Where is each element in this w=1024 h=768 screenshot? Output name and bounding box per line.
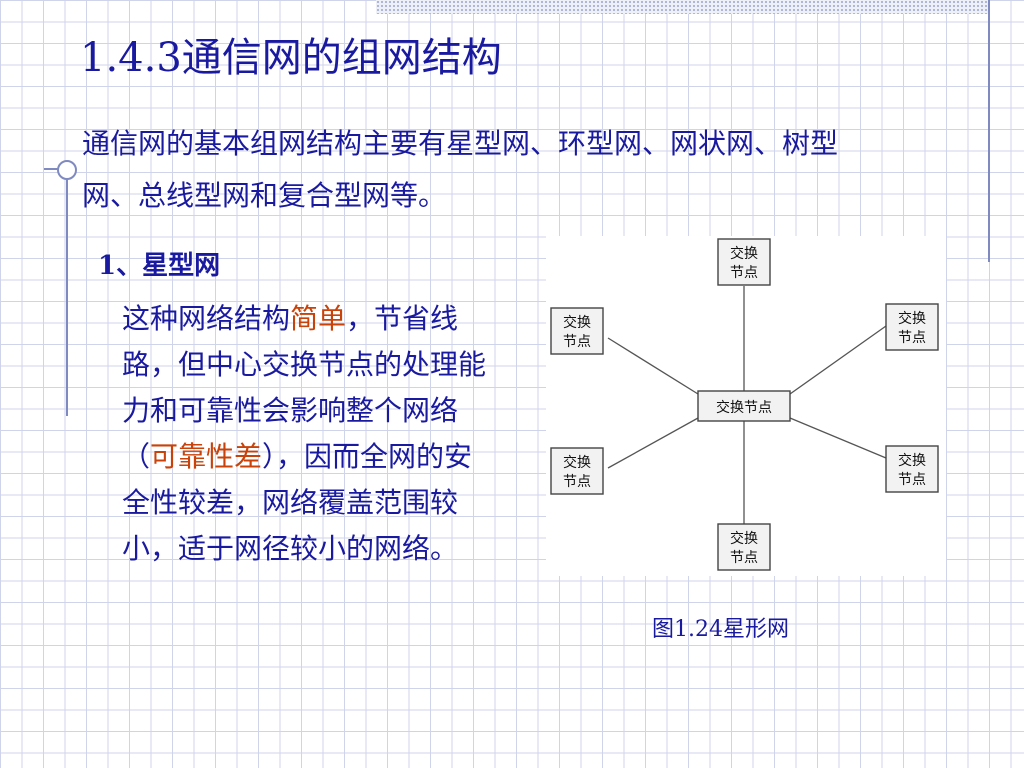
body-text-part: 这种网络结构 [122, 302, 291, 335]
node-lower-left: 交换 节点 [550, 447, 604, 495]
center-node-label: 交换节点 [716, 399, 772, 416]
node-label-line1: 交换 [730, 530, 758, 547]
section-heading: 1、星型网 [98, 251, 221, 281]
node-label-line1: 交换 [730, 245, 758, 262]
node-label-line1: 交换 [898, 452, 926, 469]
node-label-line1: 交换 [563, 454, 591, 471]
node-bottom: 交换 节点 [717, 523, 771, 571]
node-upper-right: 交换 节点 [885, 303, 939, 351]
page-title: 1.4.3通信网的组网结构 [80, 35, 502, 81]
node-label-line2: 节点 [563, 334, 591, 350]
left-decorative-rule [66, 172, 68, 416]
link-lower-left [607, 417, 699, 469]
node-top: 交换 节点 [717, 238, 771, 286]
highlight-low-reliability: 可靠性差 [150, 440, 263, 473]
intro-paragraph: 通信网的基本组网结构主要有星型网、环型网、网状网、树型网、总线型网和复合型网等。 [82, 127, 839, 212]
node-label-line1: 交换 [898, 310, 926, 327]
node-lower-right: 交换 节点 [885, 445, 939, 493]
bullet-ring-icon [57, 160, 77, 180]
center-node: 交换节点 [697, 390, 791, 422]
highlight-simple: 简单 [290, 302, 347, 335]
node-label-line2: 节点 [563, 474, 591, 490]
connection-lines [607, 286, 887, 524]
top-decorative-band [376, 0, 988, 14]
star-network-diagram: 交换节点 交换 节点 交换 节点 交换 节点 交换 节点 交换 节点 [550, 238, 939, 571]
body-text-part: ），因而全网的安全性较差，网络覆盖范围较小，适于网径较小的网络。 [122, 440, 473, 565]
star-network-figure: 交换节点 交换 节点 交换 节点 交换 节点 交换 节点 交换 节点 [546, 236, 946, 576]
node-upper-left: 交换 节点 [550, 307, 604, 355]
node-label-line1: 交换 [563, 314, 591, 331]
node-label-line2: 节点 [898, 330, 926, 346]
link-lower-right [789, 417, 887, 459]
right-decorative-rule [988, 0, 990, 262]
node-label-line2: 节点 [730, 265, 758, 281]
link-upper-left [607, 337, 699, 395]
node-label-line2: 节点 [898, 472, 926, 488]
figure-caption: 图1.24星形网 [652, 617, 789, 642]
section-body: 这种网络结构简单，节省线路，但中心交换节点的处理能力和可靠性会影响整个网络（可靠… [122, 296, 490, 572]
body-text-part: ，节省线路，但中心交换节点的处理能力和可靠性会影响整个网络（ [122, 302, 487, 473]
link-upper-right [789, 325, 887, 395]
node-label-line2: 节点 [730, 550, 758, 566]
